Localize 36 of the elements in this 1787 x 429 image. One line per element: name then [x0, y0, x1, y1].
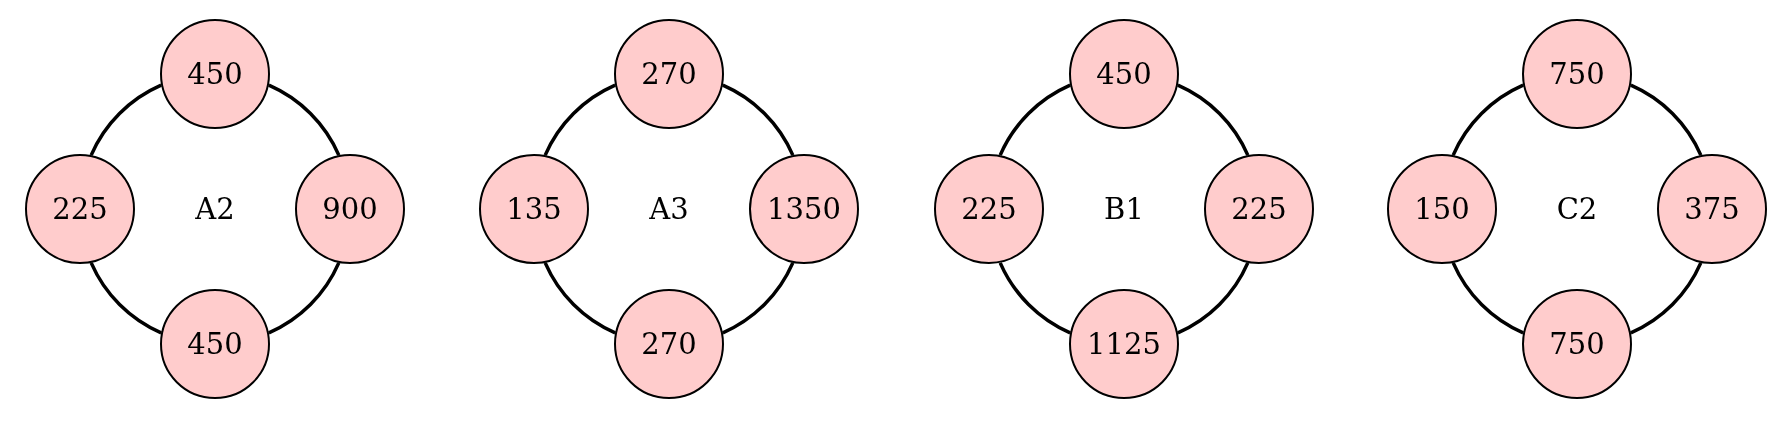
- group-label: A2: [195, 192, 235, 226]
- number-circle: 750: [1522, 289, 1632, 399]
- arc-connector: [1630, 83, 1703, 156]
- number-circle: 375: [1657, 154, 1767, 264]
- arc-connector: [89, 83, 162, 156]
- group-label: B1: [1104, 192, 1144, 226]
- number-circle: 1350: [749, 154, 859, 264]
- number-circle: 900: [295, 154, 405, 264]
- number-circle: 450: [1069, 19, 1179, 129]
- arc-connector: [998, 83, 1071, 156]
- number-circle: 1125: [1069, 289, 1179, 399]
- arc-connector: [722, 262, 795, 335]
- number-circle: 450: [160, 289, 270, 399]
- arc-connector: [1451, 83, 1524, 156]
- arc-connector: [1177, 262, 1250, 335]
- arc-connector: [1177, 83, 1250, 156]
- number-circle: 225: [25, 154, 135, 264]
- arc-connector: [89, 262, 162, 335]
- number-circle: 750: [1522, 19, 1632, 129]
- number-circle: 270: [614, 19, 724, 129]
- arc-connector: [998, 262, 1071, 335]
- number-circle: 270: [614, 289, 724, 399]
- arc-connector: [722, 83, 795, 156]
- number-circle: 135: [479, 154, 589, 264]
- number-circle: 225: [934, 154, 1044, 264]
- arc-connector: [268, 83, 341, 156]
- number-circle: 150: [1387, 154, 1497, 264]
- number-circle: 450: [160, 19, 270, 129]
- arc-connector: [1451, 262, 1524, 335]
- arc-connector: [1630, 262, 1703, 335]
- arc-connector: [268, 262, 341, 335]
- group-label: C2: [1556, 192, 1598, 226]
- group-label: A3: [649, 192, 689, 226]
- arc-connector: [543, 83, 616, 156]
- arc-connector: [543, 262, 616, 335]
- number-circle: 225: [1204, 154, 1314, 264]
